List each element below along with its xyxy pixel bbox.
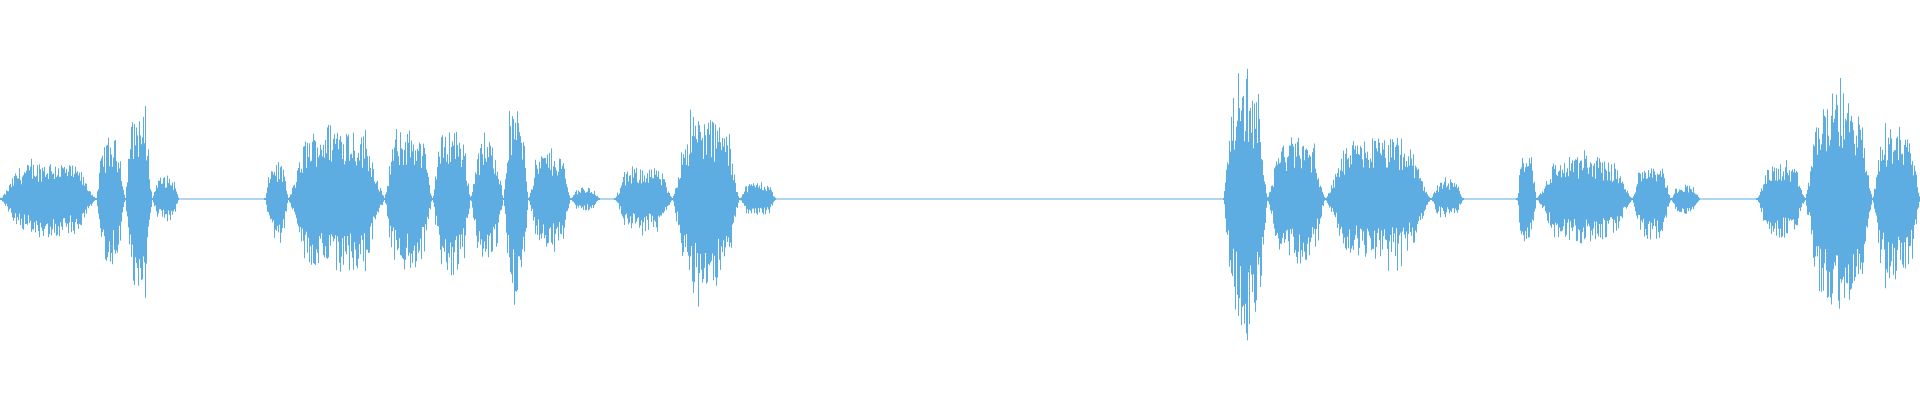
waveform-segment [1516,157,1536,242]
waveform-segment [288,124,384,272]
waveform-segment [1430,177,1464,218]
waveform-segment [614,166,672,236]
waveform-segment [570,187,600,211]
waveform-segment [96,137,125,265]
waveform-segment [1267,137,1325,264]
waveform-segment [151,175,179,222]
waveform-segment [0,158,96,238]
waveform-segment [528,148,571,252]
waveform-bars [0,68,1920,341]
waveform-segment [432,131,471,276]
waveform-segment [1756,159,1805,238]
waveform-segment [1670,184,1700,214]
waveform-segment [384,129,432,270]
waveform-segment [1223,68,1268,341]
waveform-segment [470,132,504,258]
waveform-segment [1632,168,1671,240]
waveform-segment [672,109,740,307]
waveform-segment [1872,123,1920,289]
waveform-segment [503,111,528,305]
waveform-segment [1536,150,1632,244]
waveform-segment [264,162,288,243]
waveform-segment [1324,138,1431,271]
waveform-segment [124,106,152,298]
waveform-segment [739,182,776,215]
waveform-segment [1804,78,1872,309]
